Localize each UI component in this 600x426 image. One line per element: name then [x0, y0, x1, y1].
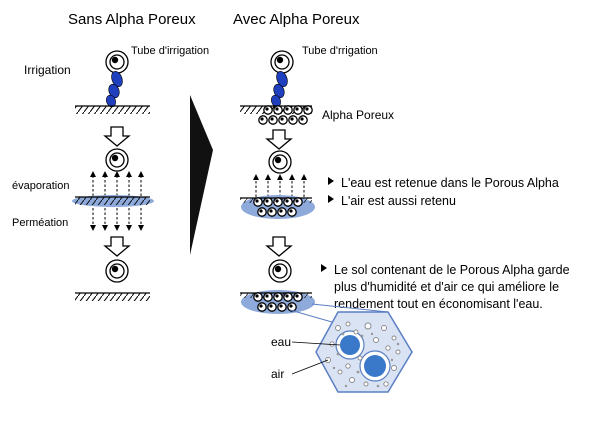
permeation-label: Perméation — [12, 217, 69, 229]
right-tube-label: Tube d'rrigation — [302, 45, 378, 57]
right-evaporation-arrowheads — [253, 174, 307, 180]
left-flow-arrow-1 — [104, 126, 130, 147]
zoom-callout-lines — [289, 303, 389, 323]
eau-label: eau — [271, 335, 292, 349]
small-grey-particles — [332, 332, 400, 388]
right-irrigation-tube-icon — [270, 50, 294, 74]
small-air-pores — [325, 321, 401, 387]
right-column-title: Avec Alpha Poreux — [233, 11, 360, 28]
irrigation-label: Irrigation — [24, 63, 71, 77]
left-tube-label: Tube d'irrigation — [131, 45, 210, 57]
label-pointer-lines — [291, 341, 341, 375]
evaporation-arrows — [92, 175, 142, 196]
permeation-arrows — [92, 208, 142, 227]
note-air-retained: L'air est aussi retenu — [341, 194, 456, 208]
alpha-poreux-label: Alpha Poreux — [322, 108, 395, 122]
right-soil-layer-1 — [240, 195, 315, 219]
triangle-right-icon — [328, 195, 334, 203]
right-tube-icon-3 — [268, 259, 292, 283]
large-water-pore-2 — [359, 350, 391, 382]
right-flow-arrow-1 — [266, 129, 292, 150]
magnified-granule-hexagon — [315, 311, 413, 393]
large-water-pore-1 — [335, 330, 365, 360]
note-water-retained: L'eau est retenue dans le Porous Alpha — [341, 176, 559, 190]
left-tube-icon-2 — [105, 148, 129, 172]
triangle-right-icon — [328, 177, 334, 185]
right-tube-icon-2 — [268, 150, 292, 174]
right-evaporation-arrows — [255, 178, 305, 197]
left-column-title: Sans Alpha Poreux — [68, 11, 196, 28]
note-soil-benefit-line2: plus d'humidité et d'air ce qui améliore… — [334, 280, 560, 294]
left-soil-layer — [72, 195, 154, 207]
evaporation-arrowheads — [90, 171, 144, 177]
alpha-poreux-granules — [258, 105, 313, 125]
right-water-drops — [270, 70, 288, 108]
left-flow-arrow-2 — [104, 236, 130, 257]
left-tube-icon-3 — [105, 259, 129, 283]
right-soil-layer-2 — [240, 290, 315, 314]
note-soil-benefit-line3: rendement tout en économisant l'eau. — [334, 297, 543, 311]
note-soil-benefit-line1: Le sol contenant de le Porous Alpha gard… — [334, 263, 570, 277]
evaporation-label: évaporation — [12, 180, 70, 192]
right-flow-arrow-2 — [266, 236, 292, 257]
left-irrigation-tube-icon — [105, 50, 129, 74]
air-label: air — [271, 367, 285, 381]
left-soil-surface-1 — [75, 105, 150, 114]
left-water-drops — [105, 70, 123, 108]
permeation-arrowheads — [90, 225, 144, 231]
big-transition-arrow — [190, 95, 213, 255]
triangle-right-icon — [321, 264, 327, 272]
left-soil-surface-3 — [75, 292, 150, 301]
